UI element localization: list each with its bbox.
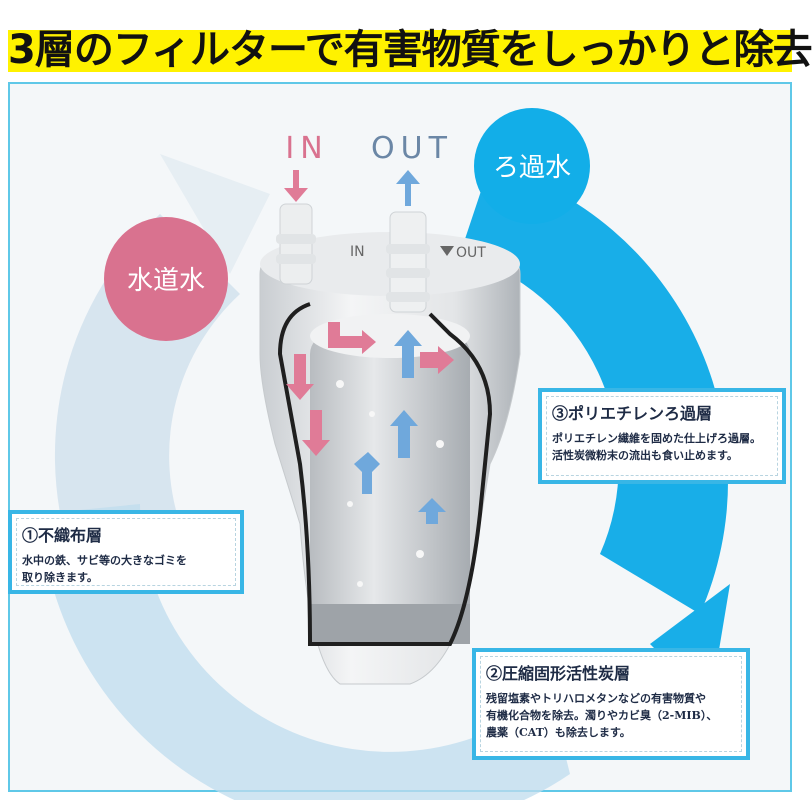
tap-water-badge: 水道水 xyxy=(104,217,228,341)
outflow-arrows xyxy=(354,330,446,524)
layer-1-description: 水中の鉄、サビ等の大きなゴミを取り除きます。 xyxy=(22,554,187,584)
tap-water-label: 水道水 xyxy=(127,266,205,296)
layer-2-callout: ②圧縮固形活性炭層 残留塩素やトリハロメタンなどの有害物質や有機化合物を除去。濁… xyxy=(472,648,750,760)
cap-arrow-icon xyxy=(440,246,454,256)
out-arrow-icon xyxy=(396,170,420,206)
in-label: IN xyxy=(285,131,328,166)
layer-2-heading: ②圧縮固形活性炭層 xyxy=(486,664,631,683)
layer-1-heading: ①不織布層 xyxy=(22,526,103,545)
filtered-water-badge: ろ過水 xyxy=(474,108,590,224)
cap-in-label: IN xyxy=(350,244,365,260)
in-arrow-icon xyxy=(284,170,308,202)
flow-path-outline xyxy=(277,302,493,646)
inlet-nozzle xyxy=(276,203,316,285)
outlet-nozzle xyxy=(386,211,430,313)
title-bar: 3層のフィルターで有害物質をしっかりと除去 xyxy=(0,0,812,82)
filtered-water-label: ろ過水 xyxy=(493,153,571,183)
layer-1-callout: ①不織布層 水中の鉄、サビ等の大きなゴミを取り除きます。 xyxy=(8,510,244,594)
inflow-arrows xyxy=(286,322,454,456)
layer-2-description: 残留塩素やトリハロメタンなどの有害物質や有機化合物を除去。濁りやカビ臭（2-MI… xyxy=(486,692,718,739)
out-label: OUT xyxy=(371,131,453,166)
cap-out-label: OUT xyxy=(456,245,486,261)
filter-diagram: 水道水 ろ過水 IN OUT xyxy=(40,108,730,800)
layer-3-description: ポリエチレン繊維を固めた仕上げろ過層。活性炭微粉末の流出も食い止めます。 xyxy=(552,432,761,462)
layer-3-callout: ③ポリエチレンろ過層 ポリエチレン繊維を固めた仕上げろ過層。活性炭微粉末の流出も… xyxy=(538,388,786,484)
title-highlight xyxy=(8,30,792,72)
layer-3-heading: ③ポリエチレンろ過層 xyxy=(552,404,713,423)
filter-cartridge xyxy=(310,314,470,644)
diagram-panel: 水道水 ろ過水 IN OUT xyxy=(8,82,792,800)
page-title: 3層のフィルターで有害物質をしっかりと除去 xyxy=(8,27,812,73)
